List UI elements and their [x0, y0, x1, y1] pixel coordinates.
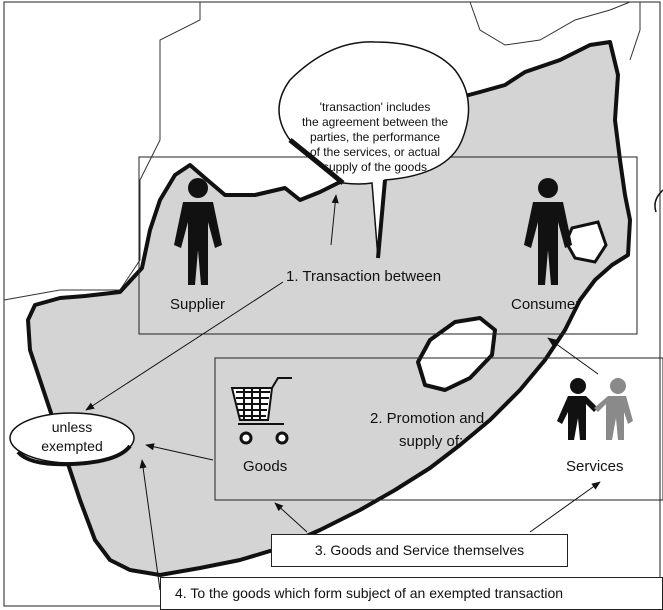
callout-line: 'transaction' includes: [319, 100, 431, 114]
callout-bubble: [278, 41, 470, 259]
supplier-icon: [174, 178, 222, 285]
consumer-icon: [524, 178, 572, 285]
goods-label: Goods: [243, 458, 288, 475]
callout-line: of the services, or actual: [309, 145, 441, 159]
arrow-goods-to-exempt: [145, 443, 214, 461]
exempt-text: unless exempted: [40, 418, 104, 456]
consumer-label: Consumer: [511, 296, 581, 313]
callout-text: 'transaction' includes the agreement bet…: [282, 100, 468, 175]
handshake-icon: [557, 378, 633, 440]
callout-line: parties, the performance: [309, 130, 441, 144]
arrow-to-exempt: [85, 281, 284, 411]
goods-services-box: 3. Goods and Service themselves: [271, 534, 568, 567]
callout-line: the agreement between the: [301, 115, 449, 129]
promotion-label-line1: 2. Promotion and: [370, 410, 485, 427]
arrow-to-callout: [330, 194, 339, 246]
arrow-box4-to-exempt: [139, 459, 161, 591]
arrow-services-to-consumer: [547, 337, 599, 375]
border-north: [469, 1, 631, 46]
exempt-line1: unless: [51, 419, 93, 435]
box-promotion: [214, 357, 663, 501]
exempted-transaction-label: 4. To the goods which form subject of an…: [175, 585, 564, 601]
transaction-label: 1. Transaction between: [286, 268, 442, 285]
south-africa-map: [26, 40, 632, 577]
border-northeast: [629, 2, 641, 61]
services-label: Services: [566, 458, 624, 475]
arrow-box3-to-goods: [274, 502, 308, 533]
border-namibia-botswana: [3, 2, 201, 301]
supplier-label: Supplier: [170, 296, 226, 313]
callout-line: supply of the goods: [322, 160, 428, 174]
goods-services-label: 3. Goods and Service themselves: [314, 542, 525, 558]
lesotho-map: [416, 316, 497, 392]
exempted-transaction-box: 4. To the goods which form subject of an…: [160, 577, 663, 610]
shopping-cart-icon: [230, 377, 292, 445]
coast-edge: [654, 189, 663, 213]
exempt-line2: exempted: [41, 438, 103, 454]
arrow-box3-to-services: [529, 481, 601, 533]
promotion-label-line2: supply of:: [399, 433, 464, 450]
